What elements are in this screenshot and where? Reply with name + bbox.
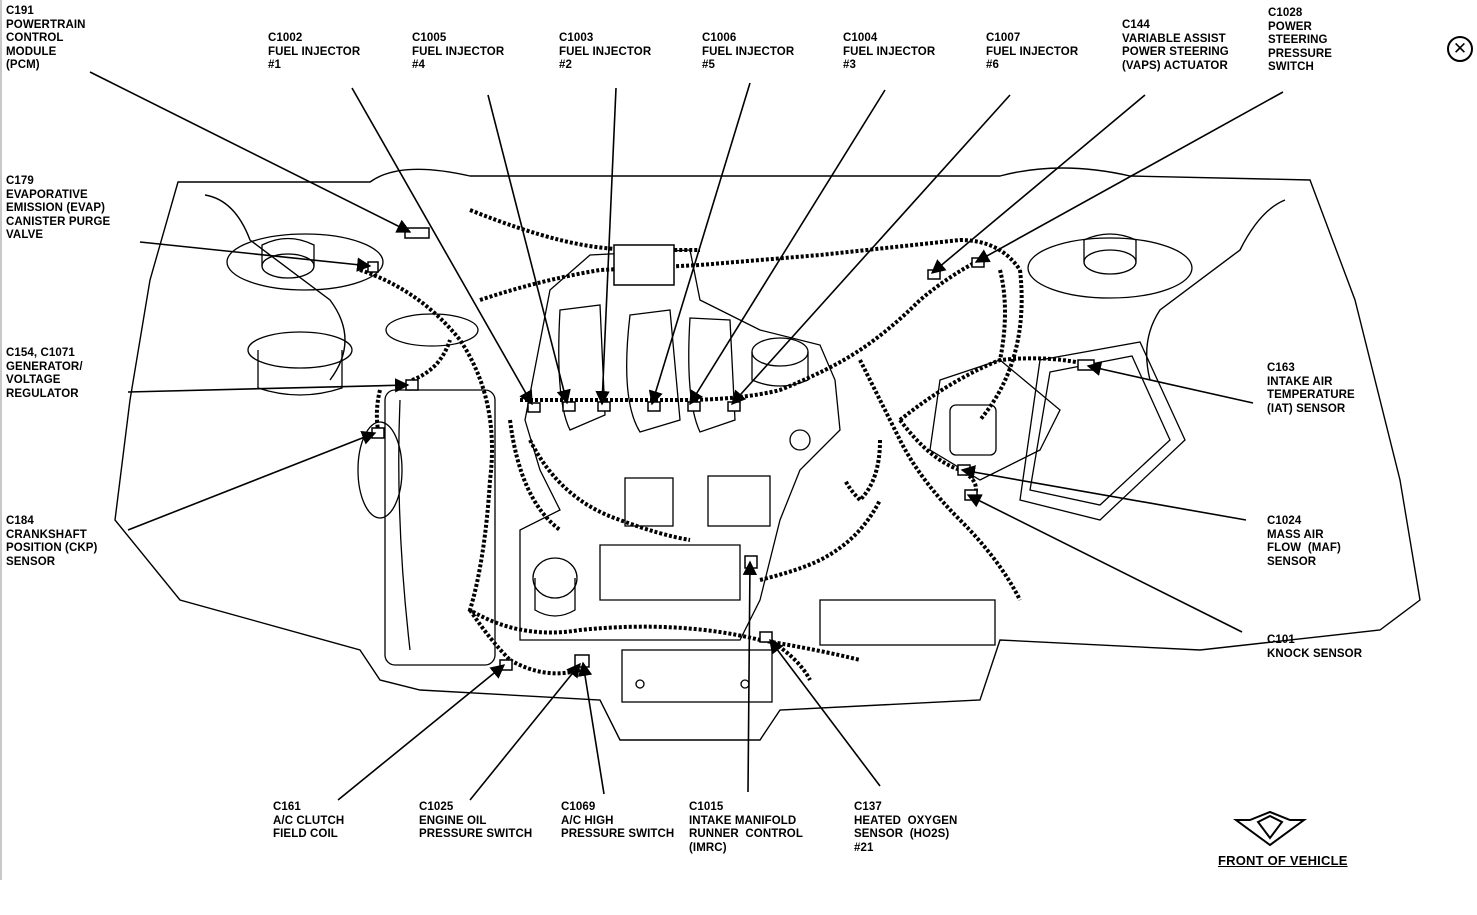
label-c1003: C1003 FUEL INJECTOR #2 — [559, 32, 652, 72]
left-strut-tower — [226, 233, 384, 291]
close-icon[interactable]: ✕ — [1447, 36, 1473, 62]
label-c184: C184 CRANKSHAFT POSITION (CKP) SENSOR — [6, 515, 98, 568]
label-c137: C137 HEATED OXYGEN SENSOR (HO2S) #21 — [854, 801, 958, 854]
engine-wiring-diagram — [89, 71, 1421, 847]
label-c1015: C1015 INTAKE MANIFOLD RUNNER CONTROL (IM… — [689, 801, 803, 854]
label-c1002: C1002 FUEL INJECTOR #1 — [268, 32, 361, 72]
connectors — [367, 227, 1095, 671]
label-c144: C144 VARIABLE ASSIST POWER STEERING (VAP… — [1122, 19, 1229, 72]
label-c1005: C1005 FUEL INJECTOR #4 — [412, 32, 505, 72]
left-components — [247, 313, 496, 666]
leader-lines — [89, 71, 1284, 801]
label-c161: C161 A/C CLUTCH FIELD COIL — [273, 801, 345, 841]
label-c1007: C1007 FUEL INJECTOR #6 — [986, 32, 1079, 72]
label-c154: C154, C1071 GENERATOR/ VOLTAGE REGULATOR — [6, 347, 83, 400]
label-c179: C179 EVAPORATIVE EMISSION (EVAP) CANISTE… — [6, 175, 111, 242]
left-edge-line — [0, 0, 2, 880]
label-c163: C163 INTAKE AIR TEMPERATURE (IAT) SENSOR — [1267, 362, 1355, 415]
label-c191: C191 POWERTRAIN CONTROL MODULE (PCM) — [6, 5, 86, 72]
engine-block — [519, 249, 841, 703]
label-c1069: C1069 A/C HIGH PRESSURE SWITCH — [561, 801, 675, 841]
vehicle-body — [114, 167, 1421, 741]
label-c1028: C1028 POWER STEERING PRESSURE SWITCH — [1268, 7, 1333, 74]
label-c1004: C1004 FUEL INJECTOR #3 — [843, 32, 936, 72]
wiring-harness — [359, 208, 1091, 681]
label-c101: C101 KNOCK SENSOR — [1267, 634, 1363, 660]
label-c1006: C1006 FUEL INJECTOR #5 — [702, 32, 795, 72]
label-c1025: C1025 ENGINE OIL PRESSURE SWITCH — [419, 801, 533, 841]
front-of-vehicle-label: FRONT OF VEHICLE — [1218, 853, 1348, 868]
right-strut-tower — [1027, 233, 1193, 299]
label-c1024: C1024 MASS AIR FLOW (MAF) SENSOR — [1267, 515, 1341, 568]
front-of-vehicle-arrow-icon — [1232, 810, 1308, 847]
